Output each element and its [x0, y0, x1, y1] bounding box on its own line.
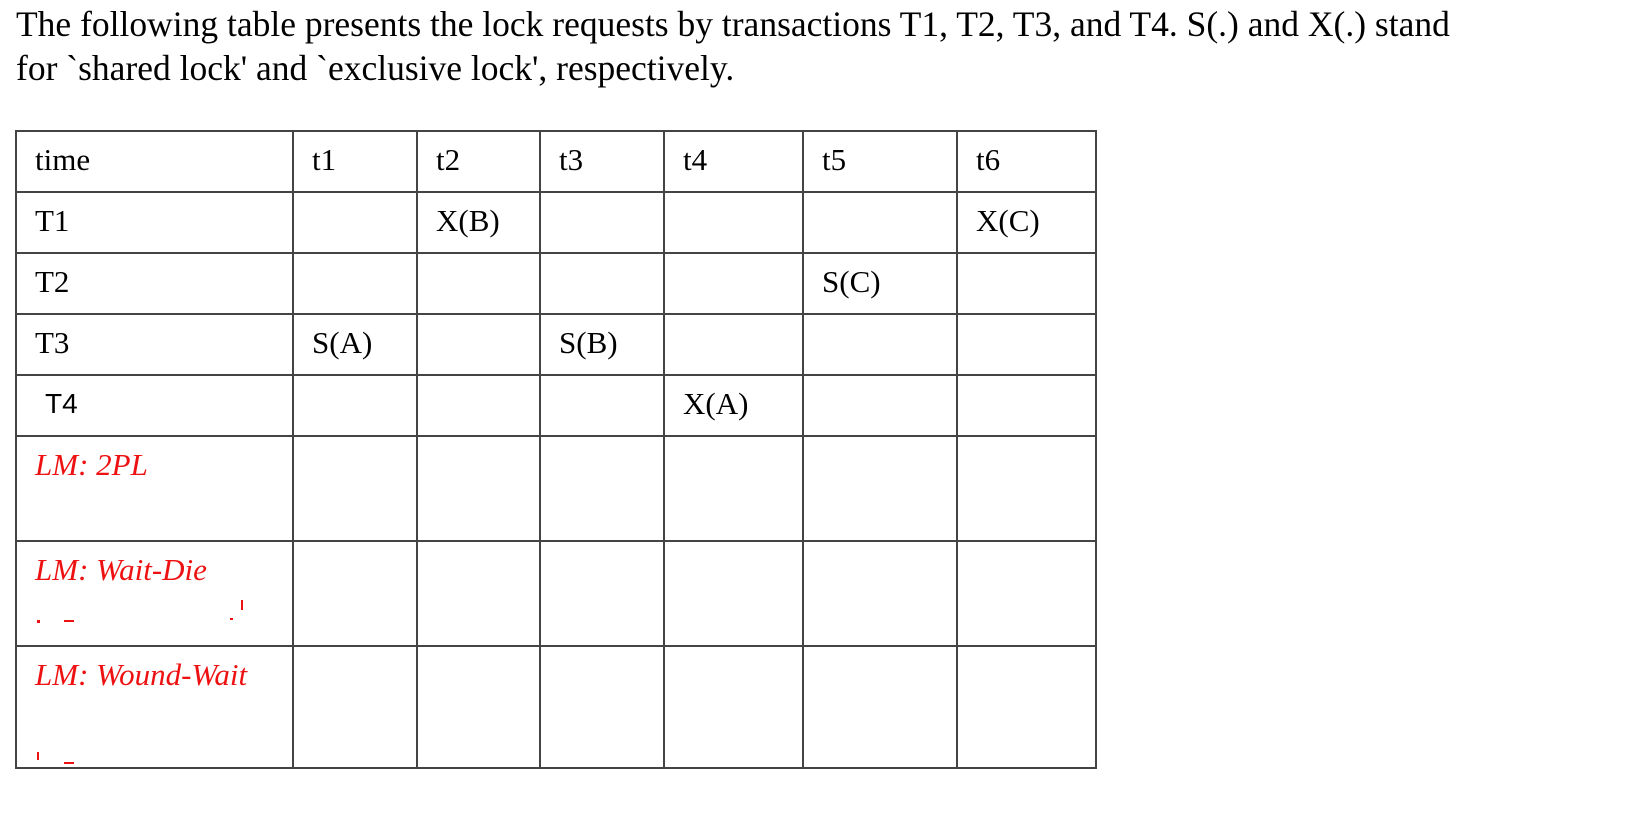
cell [663, 313, 804, 376]
row-label: T2 [15, 252, 294, 315]
row-lm-2pl: LM: 2PL [15, 435, 1097, 542]
cell [416, 540, 541, 647]
stray-mark [64, 620, 74, 622]
cell [802, 191, 958, 254]
cell [663, 435, 804, 542]
cell [663, 645, 804, 769]
cell [802, 374, 958, 437]
header-t6: t6 [956, 130, 1097, 193]
header-row: time t1 t2 t3 t4 t5 t6 [15, 130, 1097, 193]
cell [802, 540, 958, 647]
cell [663, 191, 804, 254]
row-t1: T1 X(B) X(C) [15, 191, 1097, 254]
cell [416, 374, 541, 437]
stray-mark [241, 600, 243, 610]
header-t3: t3 [539, 130, 665, 193]
cell [539, 435, 665, 542]
cell [539, 374, 665, 437]
cell [802, 645, 958, 769]
intro-line-2: for `shared lock' and `exclusive lock', … [16, 48, 735, 88]
stray-mark [230, 618, 233, 620]
row-label: LM: Wait-Die [15, 540, 294, 647]
row-t3: T3 S(A) S(B) [15, 313, 1097, 376]
cell [956, 540, 1097, 647]
row-t2: T2 S(C) [15, 252, 1097, 315]
cell [539, 540, 665, 647]
cell [663, 252, 804, 315]
cell: X(A) [663, 374, 804, 437]
row-label: LM: Wound-Wait [15, 645, 294, 769]
lock-request-table: time t1 t2 t3 t4 t5 t6 T1 X(B) X(C) T2 S… [15, 130, 1097, 769]
cell [416, 313, 541, 376]
row-t4: T4 X(A) [15, 374, 1097, 437]
row-label: T3 [15, 313, 294, 376]
header-t1: t1 [292, 130, 418, 193]
cell [539, 645, 665, 769]
header-t5: t5 [802, 130, 958, 193]
stray-mark [64, 762, 74, 764]
cell [292, 252, 418, 315]
cell [956, 645, 1097, 769]
cell [292, 435, 418, 542]
row-lm-wait-die: LM: Wait-Die [15, 540, 1097, 647]
cell [539, 191, 665, 254]
cell [663, 540, 804, 647]
row-label: LM: 2PL [15, 435, 294, 542]
cell [292, 540, 418, 647]
cell [292, 645, 418, 769]
cell [539, 252, 665, 315]
cell [416, 645, 541, 769]
cell: S(A) [292, 313, 418, 376]
cell: X(C) [956, 191, 1097, 254]
cell [802, 313, 958, 376]
cell [956, 374, 1097, 437]
header-t4: t4 [663, 130, 804, 193]
row-lm-wound-wait: LM: Wound-Wait [15, 645, 1097, 769]
intro-line-1: The following table presents the lock re… [16, 4, 1450, 44]
intro-text: The following table presents the lock re… [16, 2, 1636, 90]
cell [956, 252, 1097, 315]
header-t2: t2 [416, 130, 541, 193]
cell [292, 374, 418, 437]
cell [956, 313, 1097, 376]
stray-mark [37, 752, 39, 760]
row-label: T4 [15, 374, 294, 437]
cell [416, 435, 541, 542]
stray-mark [37, 620, 40, 623]
cell: S(C) [802, 252, 958, 315]
row-label: T1 [15, 191, 294, 254]
cell [956, 435, 1097, 542]
cell [292, 191, 418, 254]
cell [802, 435, 958, 542]
cell: S(B) [539, 313, 665, 376]
cell [416, 252, 541, 315]
header-time: time [15, 130, 294, 193]
cell: X(B) [416, 191, 541, 254]
